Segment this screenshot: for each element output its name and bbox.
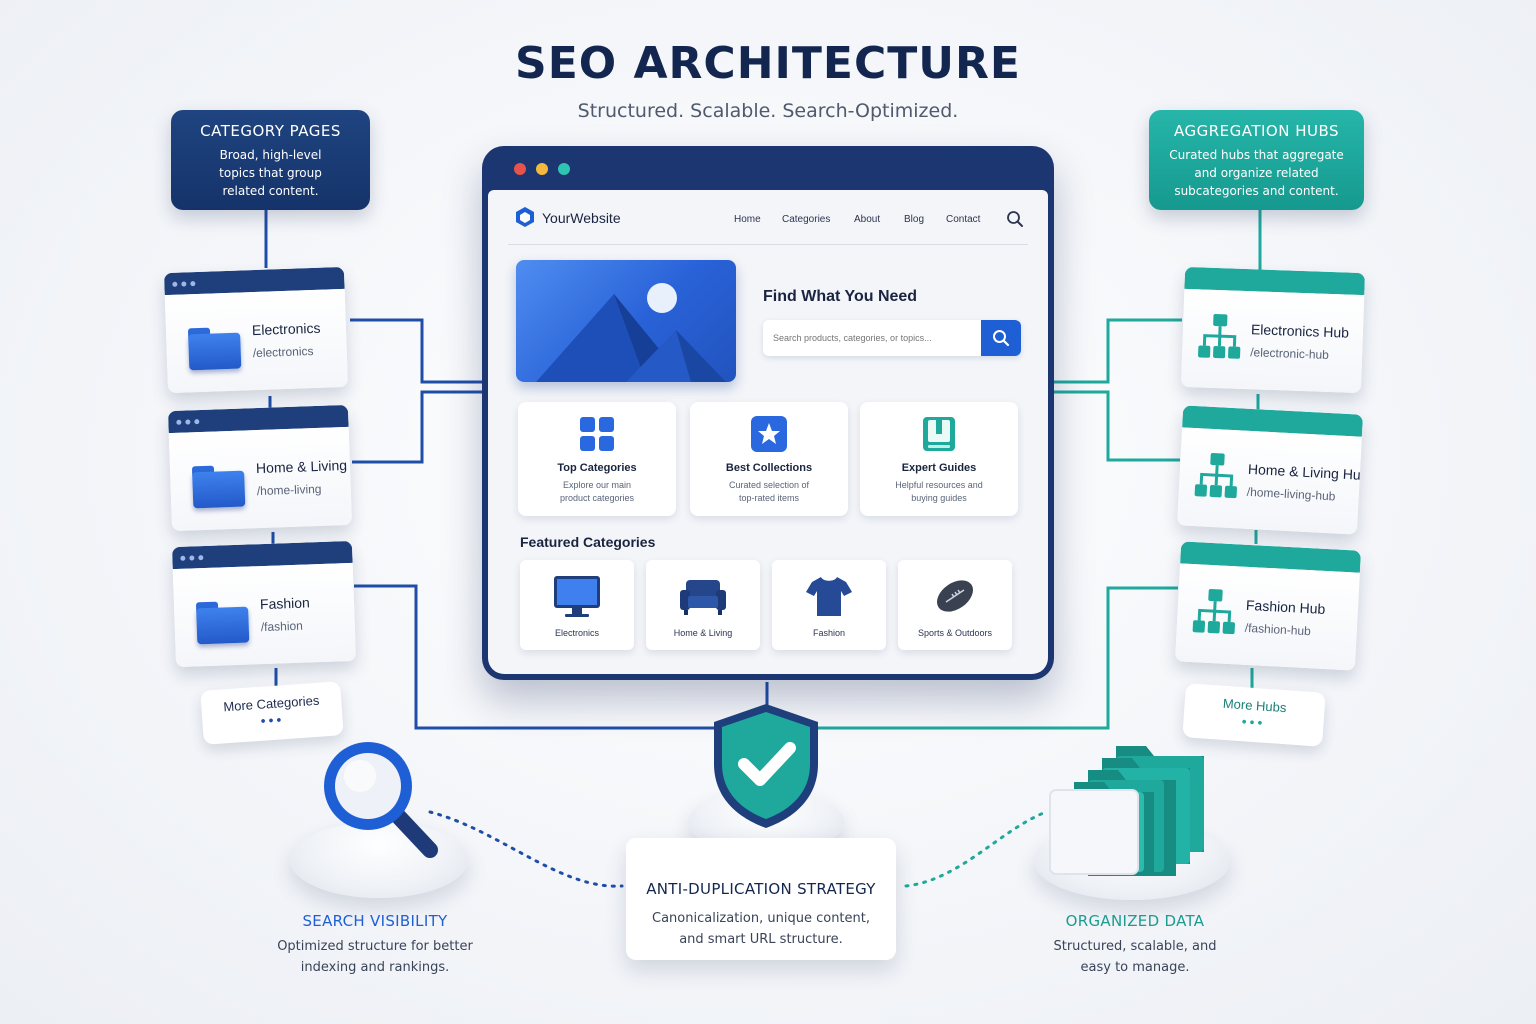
- featured-sports-outdoors[interactable]: Sports & Outdoors: [898, 560, 1012, 650]
- anti-duplication-desc-2: and smart URL structure.: [679, 932, 843, 947]
- search-visibility-desc-1: Optimized structure for better: [277, 939, 473, 954]
- feature-title: Top Categories: [557, 462, 637, 474]
- monitor-icon: [554, 576, 600, 617]
- hero-image: [516, 260, 736, 382]
- star-icon: [751, 416, 787, 452]
- aggregation-hubs-box: AGGREGATION HUBS Curated hubs that aggre…: [1149, 110, 1364, 210]
- folder-icon: [191, 465, 246, 509]
- aggregation-hubs-title: AGGREGATION HUBS: [1173, 122, 1340, 140]
- featured-categories-title: Featured Categories: [520, 534, 656, 550]
- close-dot[interactable]: [514, 163, 526, 175]
- brand-name: YourWebsite: [542, 210, 621, 226]
- folder-icon: [187, 327, 242, 371]
- aggregation-hubs-desc-1: Curated hubs that aggregate: [1169, 148, 1344, 162]
- maximize-dot[interactable]: [558, 163, 570, 175]
- anti-duplication-card: ANTI-DUPLICATION STRATEGY Canonicalizati…: [626, 838, 896, 960]
- category-pages-desc-1: Broad, high-level: [219, 148, 322, 162]
- organized-data-title: ORGANIZED DATA: [1065, 912, 1205, 930]
- hub-name: Home & Living Hub: [1247, 460, 1364, 484]
- files-stack-icon: [1049, 746, 1204, 876]
- search-visibility-title: SEARCH VISIBILITY: [302, 912, 448, 930]
- feature-desc: buying guides: [911, 493, 967, 503]
- featured-home-living[interactable]: Home & Living: [646, 560, 760, 650]
- sofa-icon: [680, 580, 726, 615]
- shield-check-icon: [714, 704, 818, 828]
- category-pages-box: CATEGORY PAGES Broad, high-level topics …: [171, 110, 370, 210]
- search-icon[interactable]: [1006, 210, 1024, 228]
- featured-label: Electronics: [554, 628, 599, 638]
- category-pages-desc-3: related content.: [222, 184, 319, 198]
- hub-card-electronics[interactable]: Electronics Hub /electronic-hub: [1180, 266, 1366, 394]
- hub-name: Fashion Hub: [1245, 596, 1326, 617]
- magnifier-icon: [324, 742, 438, 858]
- category-name: Electronics: [251, 319, 321, 339]
- grid-icon: [580, 417, 614, 451]
- website-content: YourWebsite Home Categories About Blog C…: [488, 190, 1048, 674]
- website-browser-window: YourWebsite Home Categories About Blog C…: [482, 146, 1054, 680]
- nav-divider: [508, 244, 1028, 245]
- page-subtitle: Structured. Scalable. Search-Optimized.: [577, 100, 959, 122]
- minimize-dot[interactable]: [536, 163, 548, 175]
- feature-desc: Explore our main: [562, 480, 632, 490]
- hub-name: Electronics Hub: [1250, 321, 1350, 341]
- brand-logo-icon: [516, 207, 534, 227]
- site-search-button[interactable]: [981, 320, 1021, 356]
- featured-fashion[interactable]: Fashion: [772, 560, 886, 650]
- nav-contact[interactable]: Contact: [946, 214, 981, 225]
- site-search: [763, 320, 1021, 356]
- nav-categories[interactable]: Categories: [782, 214, 831, 225]
- feature-desc: Helpful resources and: [895, 480, 983, 490]
- book-icon: [923, 417, 955, 451]
- category-pages-title: CATEGORY PAGES: [200, 122, 341, 140]
- anti-duplication-title: ANTI-DUPLICATION STRATEGY: [646, 880, 876, 898]
- hub-url: /home-living-hub: [1246, 484, 1336, 504]
- category-url: /fashion: [260, 618, 304, 635]
- search-visibility-desc-2: indexing and rankings.: [300, 960, 450, 975]
- football-icon: [936, 580, 974, 612]
- featured-label: Sports & Outdoors: [917, 628, 993, 638]
- nav-blog[interactable]: Blog: [904, 214, 925, 225]
- feature-best-collections[interactable]: Best Collections Curated selection of top…: [690, 402, 848, 516]
- aggregation-hubs-desc-3: subcategories and content.: [1174, 184, 1339, 198]
- search-pedestal: [290, 822, 468, 898]
- hub-url: /electronic-hub: [1249, 345, 1330, 362]
- category-pages-desc-2: topics that group: [219, 166, 322, 180]
- feature-title: Best Collections: [725, 462, 813, 474]
- feature-desc: top-rated items: [738, 493, 800, 503]
- hub-card-fashion[interactable]: Fashion Hub /fashion-hub: [1174, 541, 1362, 671]
- hub-url: /fashion-hub: [1244, 620, 1312, 639]
- feature-expert-guides[interactable]: Expert Guides Helpful resources and buyin…: [860, 402, 1018, 516]
- organized-data-desc-2: easy to manage.: [1080, 960, 1190, 975]
- tshirt-icon: [806, 577, 852, 616]
- featured-label: Home & Living: [673, 628, 733, 638]
- search-icon: [993, 330, 1010, 347]
- sitemap-icon: [1198, 313, 1241, 359]
- hub-card-home-living[interactable]: Home & Living Hub /home-living-hub: [1176, 405, 1364, 535]
- feature-desc: Curated selection of: [728, 480, 810, 490]
- folder-icon: [195, 601, 250, 645]
- category-url: /home-living: [256, 481, 322, 499]
- nav-home[interactable]: Home: [734, 214, 761, 225]
- aggregation-hubs-desc-2: and organize related: [1194, 166, 1319, 180]
- organized-data-desc-1: Structured, scalable, and: [1053, 939, 1217, 954]
- hero-title: Find What You Need: [763, 288, 918, 305]
- category-card-home-living[interactable]: Home & Living /home-living: [167, 404, 353, 532]
- sitemap-icon: [1192, 588, 1235, 635]
- sitemap-icon: [1194, 452, 1237, 499]
- nav-about[interactable]: About: [854, 214, 881, 225]
- category-url: /electronics: [252, 344, 314, 361]
- category-name: Fashion: [259, 594, 311, 613]
- anti-duplication-desc-1: Canonicalization, unique content,: [652, 911, 870, 926]
- feature-top-categories[interactable]: Top Categories Explore our main product c…: [518, 402, 676, 516]
- category-card-fashion[interactable]: Fashion /fashion: [171, 540, 357, 668]
- site-search-input[interactable]: [773, 326, 973, 350]
- featured-label: Fashion: [812, 628, 846, 638]
- category-card-electronics[interactable]: Electronics /electronics: [163, 266, 349, 394]
- feature-title: Expert Guides: [901, 462, 977, 474]
- category-name: Home & Living: [255, 456, 348, 477]
- page-title: SEO ARCHITECTURE: [515, 38, 1021, 89]
- featured-electronics[interactable]: Electronics: [520, 560, 634, 650]
- feature-desc: product categories: [559, 493, 635, 503]
